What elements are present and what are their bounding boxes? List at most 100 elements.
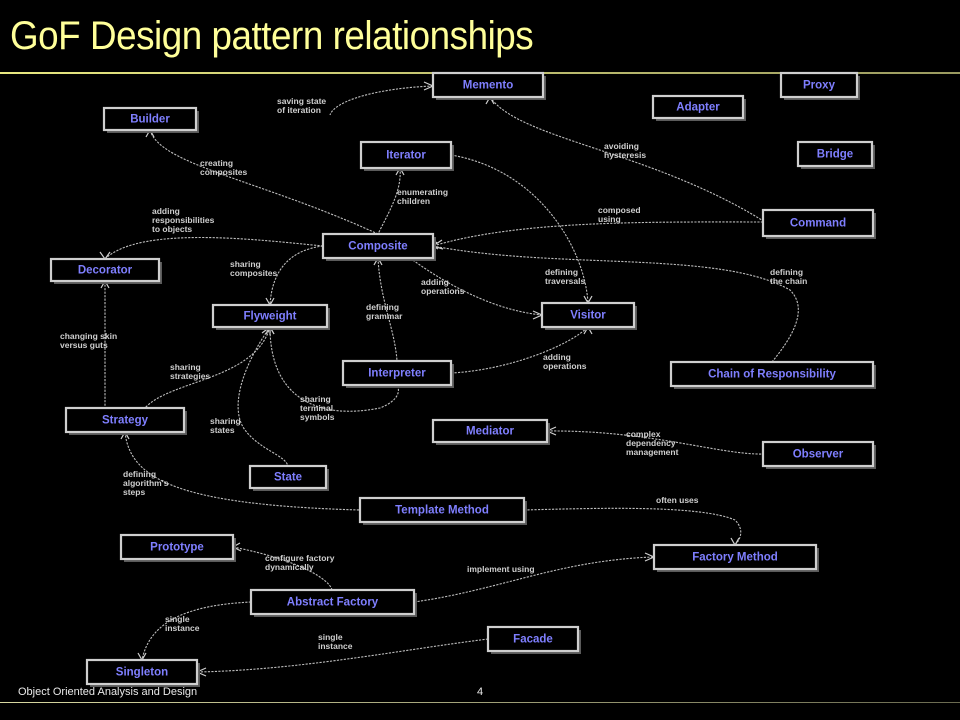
- relationship-label-line: of iteration: [277, 105, 321, 115]
- relationship-label-line: often uses: [656, 495, 699, 505]
- node-label: Chain of Responsibility: [708, 369, 836, 381]
- relationship-label-line: traversals: [545, 276, 585, 286]
- pattern-node-composite: Composite: [321, 232, 436, 261]
- arrowhead-icon: [644, 552, 656, 562]
- node-label: State: [274, 472, 302, 484]
- relationship-edge: implement using: [413, 552, 656, 603]
- node-box: [102, 106, 198, 132]
- relationship-label-line: terminal: [300, 403, 333, 413]
- relationship-line: [124, 431, 361, 511]
- node-box: [431, 418, 549, 444]
- relationship-label-line: instance: [165, 623, 200, 633]
- relationship-label-line: sharing: [230, 259, 261, 269]
- relationship-label-line: the chain: [770, 276, 807, 286]
- node-label: Flyweight: [243, 311, 296, 323]
- node-label: Bridge: [817, 149, 853, 161]
- pattern-node-decorator: Decorator: [49, 257, 162, 284]
- pattern-node-facade: Facade: [486, 625, 581, 654]
- node-box: [341, 359, 453, 387]
- relationship-label-line: saving state: [277, 96, 326, 106]
- footer-course-name: Object Oriented Analysis and Design: [18, 686, 198, 698]
- relationship-label: implement using: [467, 564, 535, 574]
- relationship-label-line: children: [397, 196, 430, 206]
- relationship-label-line: complex: [626, 429, 661, 439]
- relationship-label: often uses: [656, 495, 699, 505]
- relationship-label-line: changing skin: [60, 331, 117, 341]
- node-box: [249, 588, 416, 616]
- node-box: [779, 71, 859, 99]
- pattern-node-memento: Memento: [431, 71, 546, 100]
- pattern-node-adapter: Adapter: [651, 94, 746, 121]
- relationship-line: [546, 430, 764, 455]
- node-label: Mediator: [466, 426, 514, 438]
- pattern-node-iterator: Iterator: [359, 140, 454, 171]
- node-box: [358, 496, 526, 524]
- relationship-line: [329, 85, 434, 116]
- pattern-node-factory-method: Factory Method: [652, 543, 819, 572]
- relationship-line: [141, 601, 252, 661]
- relationship-label-line: sharing: [210, 416, 241, 426]
- pattern-node-visitor: Visitor: [540, 301, 637, 330]
- relationship-label-line: implement using: [467, 564, 535, 574]
- relationship-label-line: composites: [230, 268, 278, 278]
- node-label: Command: [790, 218, 846, 230]
- relationship-label-line: adding: [152, 206, 180, 216]
- node-label: Memento: [463, 80, 513, 92]
- pattern-node-state: State: [248, 464, 329, 491]
- relationship-label-line: hysteresis: [604, 150, 646, 160]
- node-label: Proxy: [803, 80, 836, 92]
- relationship-line: [149, 129, 379, 235]
- relationship-label-line: sharing: [300, 394, 331, 404]
- relationship-label-line: configure factory: [265, 553, 335, 563]
- node-box: [761, 208, 875, 238]
- relationship-label-line: operations: [543, 361, 587, 371]
- node-box: [651, 94, 745, 120]
- pattern-node-singleton: Singleton: [85, 658, 200, 687]
- node-box: [486, 625, 580, 653]
- relationship-label-line: single: [165, 614, 190, 624]
- pattern-node-abstract-factory: Abstract Factory: [249, 588, 417, 617]
- relationship-label-line: grammar: [366, 311, 403, 321]
- node-box: [49, 257, 161, 283]
- node-label: Visitor: [570, 310, 606, 322]
- slide-title: GoF Design pattern relationships: [10, 14, 534, 58]
- node-box: [359, 140, 453, 170]
- relationship-line: [377, 167, 401, 235]
- relationship-line: [450, 154, 589, 304]
- node-box: [431, 71, 545, 99]
- relationship-label-line: states: [210, 425, 235, 435]
- node-label: Singleton: [116, 667, 168, 679]
- node-label: Decorator: [78, 265, 133, 277]
- node-label: Adapter: [676, 102, 720, 114]
- relationship-label-line: single: [318, 632, 343, 642]
- footer-rule: [0, 702, 960, 703]
- footer-page-number: 4: [477, 686, 484, 698]
- relationship-line: [413, 556, 655, 603]
- node-label: Composite: [348, 241, 407, 253]
- relationship-label-line: instance: [318, 641, 353, 651]
- relationship-line: [432, 221, 764, 247]
- relationship-line: [232, 546, 333, 591]
- relationship-label-line: defining: [545, 267, 578, 277]
- relationship-line: [489, 96, 766, 223]
